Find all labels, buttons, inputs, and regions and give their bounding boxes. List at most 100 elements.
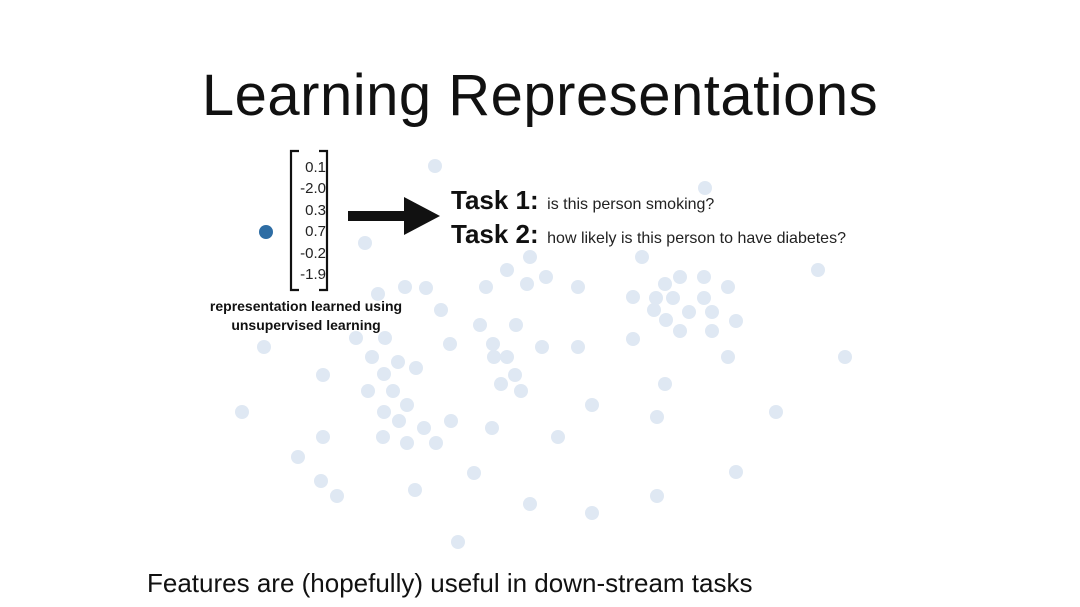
background-dot xyxy=(682,305,696,319)
background-dot xyxy=(428,159,442,173)
background-dot xyxy=(647,303,661,317)
background-dot xyxy=(365,350,379,364)
representation-vector: 0.1 -2.0 0.3 0.7 -0.2 -1.9 xyxy=(290,157,326,285)
background-dot xyxy=(520,277,534,291)
background-dot xyxy=(571,280,585,294)
background-dot xyxy=(408,483,422,497)
background-dot xyxy=(635,250,649,264)
background-dot xyxy=(291,450,305,464)
background-dot xyxy=(811,263,825,277)
right-arrow-icon xyxy=(348,197,440,235)
background-dot xyxy=(729,465,743,479)
slide-title: Learning Representations xyxy=(201,63,879,128)
background-dot xyxy=(658,377,672,391)
background-dot xyxy=(378,331,392,345)
background-dot xyxy=(509,318,523,332)
background-dot xyxy=(451,535,465,549)
background-dot xyxy=(658,277,672,291)
background-dot xyxy=(650,489,664,503)
background-dot xyxy=(377,367,391,381)
background-dot xyxy=(409,361,423,375)
background-dot xyxy=(330,489,344,503)
background-dot xyxy=(316,368,330,382)
task-2-description: how likely is this person to have diabet… xyxy=(547,230,846,247)
background-dot xyxy=(705,324,719,338)
background-dot xyxy=(585,506,599,520)
background-dot xyxy=(486,337,500,351)
background-dot xyxy=(314,474,328,488)
background-dot xyxy=(443,337,457,351)
background-dot xyxy=(386,384,400,398)
background-dot xyxy=(535,340,549,354)
background-dot xyxy=(235,405,249,419)
background-dot xyxy=(523,497,537,511)
background-dot xyxy=(705,305,719,319)
background-dot xyxy=(514,384,528,398)
background-dot xyxy=(721,280,735,294)
background-dot xyxy=(729,314,743,328)
vector-value: -1.9 xyxy=(300,265,326,283)
background-dot xyxy=(721,350,735,364)
background-dot xyxy=(349,331,363,345)
background-dot xyxy=(571,340,585,354)
task-1-description: is this person smoking? xyxy=(547,196,715,213)
background-dot xyxy=(659,313,673,327)
background-dot xyxy=(698,181,712,195)
background-dot xyxy=(626,332,640,346)
background-dot xyxy=(649,291,663,305)
vector-caption-line-1: representation learned using xyxy=(209,298,403,314)
background-dot xyxy=(697,291,711,305)
matrix-bracket-icon xyxy=(289,149,329,292)
background-dot xyxy=(539,270,553,284)
vector-value: -0.2 xyxy=(300,244,326,262)
task-2: Task 2: how likely is this person to hav… xyxy=(451,219,846,250)
vector-value: -2.0 xyxy=(300,180,326,198)
background-dot xyxy=(673,324,687,338)
background-dot xyxy=(392,414,406,428)
background-dot xyxy=(485,421,499,435)
background-dot xyxy=(769,405,783,419)
vector-value: 0.7 xyxy=(305,223,326,241)
background-dot xyxy=(500,350,514,364)
background-dot xyxy=(391,355,405,369)
background-dot xyxy=(551,430,565,444)
vector-value: 0.3 xyxy=(305,201,326,219)
background-dot xyxy=(500,263,514,277)
background-dot xyxy=(666,291,680,305)
background-dot xyxy=(398,280,412,294)
background-dot xyxy=(626,290,640,304)
background-dot xyxy=(673,270,687,284)
background-dot xyxy=(434,303,448,317)
background-dot xyxy=(585,398,599,412)
background-dot xyxy=(371,287,385,301)
background-dot xyxy=(419,281,433,295)
background-dot xyxy=(467,466,481,480)
background-dot xyxy=(494,377,508,391)
vector-caption-line-2: unsupervised learning xyxy=(231,317,381,333)
vector-caption: representation learned using unsupervise… xyxy=(186,297,426,335)
background-dot xyxy=(487,350,501,364)
background-dot xyxy=(523,250,537,264)
background-dot xyxy=(361,384,375,398)
background-dot xyxy=(377,405,391,419)
background-dot xyxy=(429,436,443,450)
background-dot xyxy=(697,270,711,284)
background-dot xyxy=(650,410,664,424)
background-dot xyxy=(358,236,372,250)
highlighted-data-point xyxy=(259,225,273,239)
task-1: Task 1: is this person smoking? xyxy=(451,185,714,216)
background-dot xyxy=(257,340,271,354)
background-dot xyxy=(479,280,493,294)
background-dot xyxy=(473,318,487,332)
background-dot xyxy=(400,398,414,412)
background-dot xyxy=(316,430,330,444)
background-dot xyxy=(376,430,390,444)
background-dot xyxy=(508,368,522,382)
vector-value: 0.1 xyxy=(305,159,326,176)
background-dot xyxy=(417,421,431,435)
slide-footer: Features are (hopefully) useful in down-… xyxy=(147,568,753,598)
task-1-label: Task 1: xyxy=(451,185,539,215)
background-dot xyxy=(444,414,458,428)
